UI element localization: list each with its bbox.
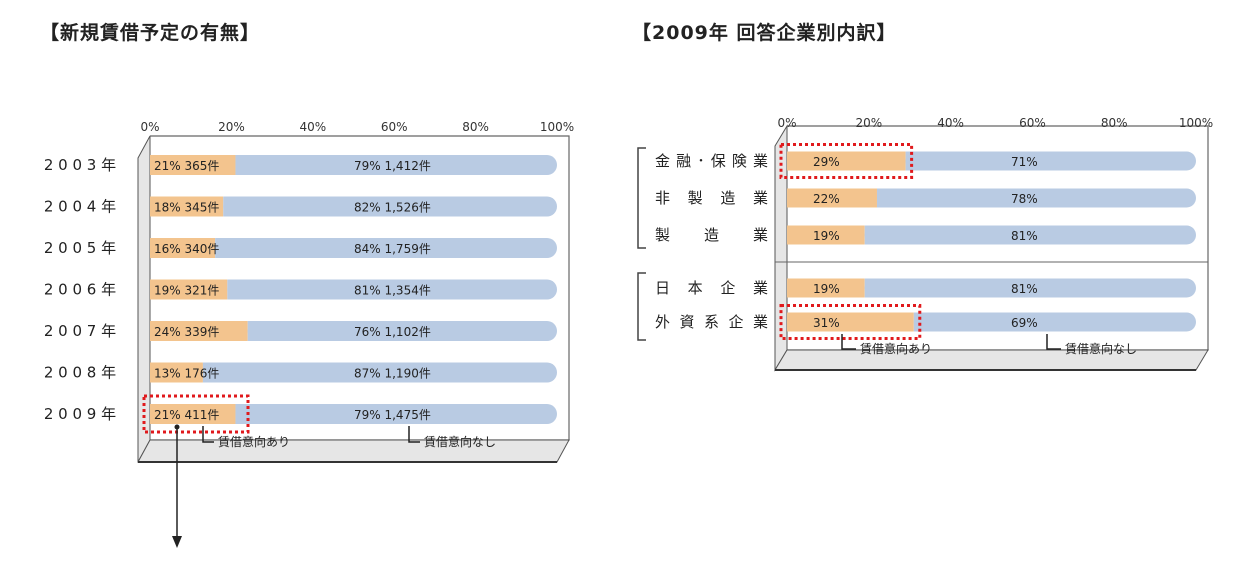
- left-chart-bar-no-body: [215, 238, 547, 258]
- left-chart-no-label: 84% 1,759件: [354, 242, 431, 256]
- right-chart-no-label: 81%: [1011, 229, 1038, 243]
- left-chart-bar-yes: [150, 196, 224, 217]
- right-chart-bar-yes: [787, 278, 865, 298]
- left-chart-bar-no-body: [235, 155, 547, 175]
- left-chart-legend-no: 賃借意向なし: [424, 434, 496, 449]
- right-chart-legend-connector-yes: [841, 334, 856, 350]
- right-chart-category-label: 日本企業: [655, 279, 768, 297]
- right-chart-yes-label: 19%: [813, 282, 840, 296]
- right-chart-group-bracket-industry: [637, 147, 646, 249]
- left-chart-legend-connector-no: [408, 426, 420, 443]
- down-arrow-dot: [174, 424, 180, 430]
- right-chart-x-tick-label: 80%: [1101, 116, 1128, 130]
- left-chart-category-label: 2 0 0 8 年: [44, 364, 116, 382]
- left-chart-yes-label: 24% 339件: [154, 325, 219, 339]
- left-chart-floor: [137, 439, 570, 463]
- right-chart-x-tick-label: 100%: [1179, 116, 1213, 130]
- right-chart-yes-label: 22%: [813, 192, 840, 206]
- left-chart-no-label: 81% 1,354件: [354, 284, 431, 298]
- left-chart-yes-label: 16% 340件: [154, 242, 219, 256]
- right-chart-yes-label: 31%: [813, 316, 840, 330]
- left-chart-title: 【新規賃借予定の有無】: [40, 22, 261, 44]
- right-chart-title: 【2009年 回答企業別内訳】: [632, 22, 897, 44]
- left-chart-yes-label: 13% 176件: [154, 367, 219, 381]
- right-chart-category-label: 金融･保険業: [655, 152, 768, 170]
- left-chart-x-tick-label: 20%: [218, 120, 245, 134]
- right-chart-category-label: 外資系企業: [655, 313, 768, 331]
- left-chart-bar-yes: [150, 238, 216, 258]
- down-arrow-head: [172, 536, 182, 548]
- left-chart-bar-yes: [150, 362, 203, 383]
- left-chart-bar-yes: [150, 279, 228, 300]
- left-chart-x-tick-label: 0%: [140, 120, 159, 134]
- left-chart-legend-yes: 賃借意向あり: [218, 434, 290, 449]
- left-chart-bar-no-body: [202, 362, 547, 383]
- right-chart-no-label: 78%: [1011, 192, 1038, 206]
- right-chart-category-label: 非製造業: [655, 189, 768, 207]
- right-chart-x-tick-label: 60%: [1019, 116, 1046, 130]
- left-chart-yes-label: 21% 411件: [154, 408, 219, 422]
- right-chart-no-label: 71%: [1011, 155, 1038, 169]
- right-chart-bar-yes: [787, 151, 906, 171]
- right-chart-yes-label: 29%: [813, 155, 840, 169]
- right-chart-bar-yes: [787, 188, 877, 208]
- left-chart-no-label: 87% 1,190件: [354, 367, 431, 381]
- left-chart-legend-connector-yes: [202, 426, 214, 443]
- right-chart-legend-no: 賃借意向なし: [1065, 341, 1137, 356]
- right-chart-bar-no-body: [913, 312, 1187, 332]
- left-chart-bar-no-body: [223, 196, 547, 217]
- left-chart-yes-label: 18% 345件: [154, 201, 219, 215]
- left-chart-bar-no-body: [227, 279, 547, 300]
- left-chart-left-wall: [137, 135, 151, 463]
- left-chart-yes-label: 19% 321件: [154, 284, 219, 298]
- left-chart-bar-no-body: [247, 321, 547, 341]
- left-chart-highlight-box: [142, 394, 250, 434]
- right-chart-floor: [774, 349, 1209, 371]
- left-chart-no-label: 76% 1,102件: [354, 325, 431, 339]
- left-chart-bar-yes: [150, 321, 248, 341]
- right-chart-highlight-box: [779, 304, 922, 340]
- left-chart-no-label: 79% 1,475件: [354, 408, 431, 422]
- right-chart-legend-connector-no: [1046, 334, 1061, 350]
- right-chart-category-label: 製造業: [655, 226, 768, 244]
- right-chart-x-tick-label: 40%: [937, 116, 964, 130]
- left-chart-bar-yes: [150, 404, 236, 424]
- right-chart-bar-yes: [787, 225, 865, 245]
- left-chart-no-label: 82% 1,526件: [354, 201, 431, 215]
- left-chart-x-tick-label: 40%: [299, 120, 326, 134]
- right-chart-no-label: 81%: [1011, 282, 1038, 296]
- right-chart-x-tick-label: 20%: [855, 116, 882, 130]
- left-chart-bar-yes: [150, 155, 236, 175]
- right-chart-bar-no-body: [905, 151, 1187, 171]
- right-chart-bar-no-body: [864, 225, 1187, 245]
- right-chart-highlight-box: [779, 143, 914, 179]
- right-chart-bar-yes: [787, 312, 914, 332]
- right-chart-x-tick-label: 0%: [777, 116, 796, 130]
- right-chart-bar-no-body: [864, 278, 1187, 298]
- right-chart-yes-label: 19%: [813, 229, 840, 243]
- left-chart-x-tick-label: 100%: [540, 120, 574, 134]
- right-chart-group-bracket-capital: [637, 272, 646, 341]
- left-chart-no-label: 79% 1,412件: [354, 159, 431, 173]
- left-chart-category-label: 2 0 0 6 年: [44, 281, 116, 299]
- left-chart-category-label: 2 0 0 3 年: [44, 156, 116, 174]
- left-chart-category-label: 2 0 0 7 年: [44, 322, 116, 340]
- right-chart-bar-no-body: [876, 188, 1187, 208]
- right-chart-left-wall: [774, 124, 788, 372]
- left-chart-yes-label: 21% 365件: [154, 159, 219, 173]
- right-chart-legend-yes: 賃借意向あり: [860, 341, 932, 356]
- left-chart-category-label: 2 0 0 4 年: [44, 198, 116, 216]
- left-chart-x-tick-label: 60%: [381, 120, 408, 134]
- left-chart-category-label: 2 0 0 9 年: [44, 405, 116, 423]
- left-chart-bar-no-body: [235, 404, 547, 424]
- left-chart-category-label: 2 0 0 5 年: [44, 239, 116, 257]
- right-chart-no-label: 69%: [1011, 316, 1038, 330]
- left-chart-x-tick-label: 80%: [462, 120, 489, 134]
